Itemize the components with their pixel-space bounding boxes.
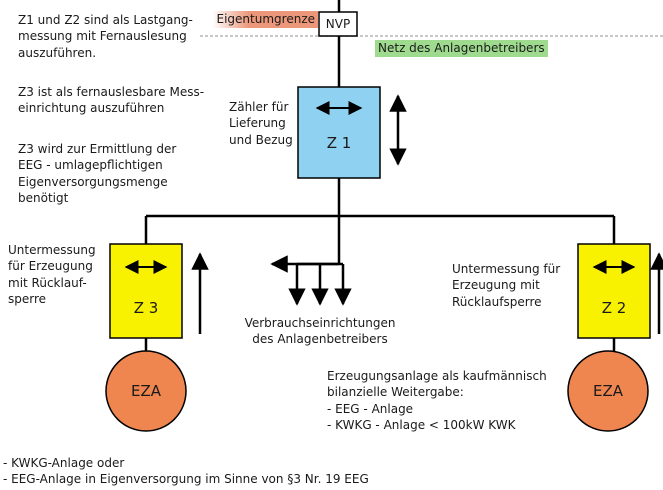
note-z3-eeg-line-1: Z3 wird zur Ermittlung der (18, 142, 177, 156)
sub-meter-right-line-1: Untermessung für (452, 262, 561, 276)
note-z3-remote: Z3 ist als fernauslesbare Mess- einricht… (18, 84, 204, 117)
eza-left-label: EZA (130, 382, 161, 400)
owner-boundary-label: Eigentumgrenze (212, 11, 318, 28)
eza-left-line-1: - KWKG-Anlage oder (3, 456, 125, 470)
meter-z3-box (109, 243, 183, 339)
note-z3-eeg-line-4: benötigt (18, 190, 69, 205)
z1-description-line-3: und Bezug (229, 132, 293, 147)
sub-meter-left-line-2: für Erzeugung (8, 259, 93, 274)
eza-right-description: Erzeugungsanlage als kaufmännisch bilanz… (327, 368, 547, 433)
note-z3-eeg-line-3: Eigenversorgungsmenge (18, 174, 168, 189)
nvp-label: NVP (325, 17, 351, 31)
sub-meter-right-line-3: Rücklaufsperre (452, 294, 542, 309)
eza-right-line-4: - KWKG - Anlage < 100kW KWK (327, 417, 516, 432)
note-lastgang-line-2: messung mit Fernauslesung (18, 29, 187, 44)
note-lastgang-line-3: auszuführen. (18, 45, 97, 60)
z1-description-line-1: Zähler für (229, 100, 289, 114)
sub-meter-right-line-2: Erzeugung mit (452, 278, 540, 293)
eza-right-line-2: bilanzielle Weitergabe: (327, 385, 464, 400)
eza-right-label: EZA (592, 382, 623, 400)
note-lastgang: Z1 und Z2 sind als Lastgang- messung mit… (18, 12, 193, 61)
note-z3-eeg-line-2: EEG - umlagepflichtigen (18, 158, 163, 173)
note-lastgang-line-1: Z1 und Z2 sind als Lastgang- (18, 13, 193, 27)
z2-label: Z 2 (601, 299, 627, 317)
z3-label: Z 3 (133, 299, 159, 317)
nvp-box (318, 11, 358, 37)
meter-z2-box (577, 243, 651, 339)
eza-left-circle (105, 350, 187, 432)
eza-left-description: - KWKG-Anlage oder - EEG-Anlage in Eigen… (3, 455, 369, 488)
meter-z1-box (297, 86, 381, 179)
sub-meter-right-description: Untermessung für Erzeugung mit Rücklaufs… (452, 261, 560, 310)
note-z3-eeg: Z3 wird zur Ermittlung der EEG - umlagep… (18, 141, 176, 206)
consumers-line-2: des Anlagenbetreibers (252, 332, 388, 347)
note-z3-remote-line-2: einrichtung auszuführen (18, 101, 165, 116)
note-z3-remote-line-1: Z3 ist als fernauslesbare Mess- (18, 85, 205, 99)
sub-meter-left-line-1: Untermessung (8, 243, 96, 257)
eza-right-circle (567, 350, 649, 432)
sub-meter-left-line-3: mit Rücklauf- (8, 275, 87, 290)
sub-meter-left-description: Untermessung für Erzeugung mit Rücklauf-… (8, 242, 96, 307)
eza-left-line-2: - EEG-Anlage in Eigenversorgung im Sinne… (3, 472, 369, 487)
sub-meter-left-line-4: sperre (8, 291, 47, 306)
eza-right-line-1: Erzeugungsanlage als kaufmännisch (327, 369, 547, 383)
operator-net-label: Netz des Anlagenbetreibers (375, 40, 548, 57)
consumers-line-1: Verbrauchseinrichtungen (244, 316, 396, 330)
eza-right-line-3: - EEG - Anlage (327, 401, 414, 416)
consumers-description: Verbrauchseinrichtungen des Anlagenbetre… (232, 315, 408, 348)
z1-label: Z 1 (326, 134, 352, 152)
z1-description-line-2: Lieferung (229, 116, 286, 131)
z1-description: Zähler für Lieferung und Bezug (229, 99, 293, 148)
